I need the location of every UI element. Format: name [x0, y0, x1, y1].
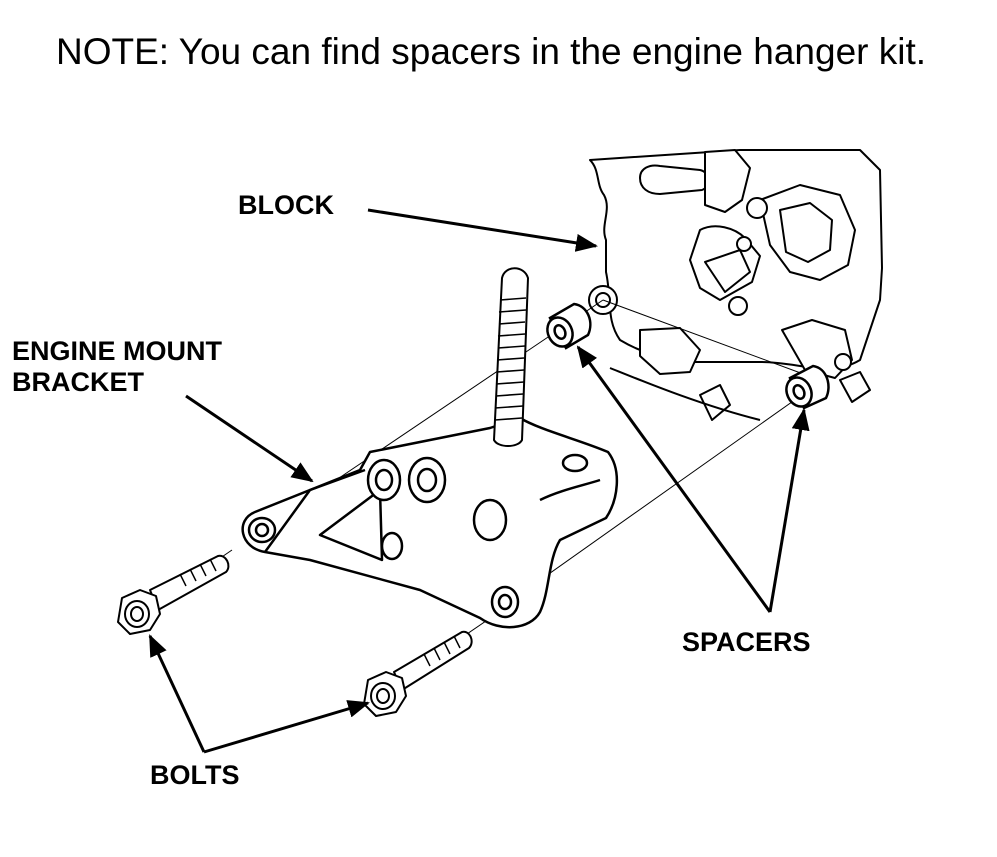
leader-arrows: [148, 208, 810, 754]
bolt-upper: [117, 554, 230, 635]
label-engine-mount-bracket: ENGINE MOUNT BRACKET: [12, 336, 222, 398]
spacer-arrow-right: [768, 408, 810, 613]
note-text: NOTE: You can find spacers in the engine…: [56, 31, 927, 72]
bolt-lower: [363, 630, 473, 717]
bolt-arrow-lower: [203, 700, 370, 754]
bracket-arrow: [185, 394, 314, 483]
label-bolts: BOLTS: [150, 760, 240, 790]
label-engine-mount-line2: BRACKET: [12, 367, 144, 397]
engine-mount-bracket: [241, 416, 619, 629]
bolt-arrow-upper: [148, 634, 206, 753]
block-arrow: [367, 208, 598, 252]
engine-block: [588, 149, 883, 421]
spacer-left: [546, 302, 592, 350]
mount-stud: [492, 267, 530, 447]
spacer-arrow-left: [576, 345, 772, 613]
label-spacers: SPACERS: [682, 627, 811, 657]
spacer-right: [785, 364, 830, 410]
label-engine-mount-line1: ENGINE MOUNT: [12, 336, 223, 366]
label-block: BLOCK: [238, 190, 334, 220]
